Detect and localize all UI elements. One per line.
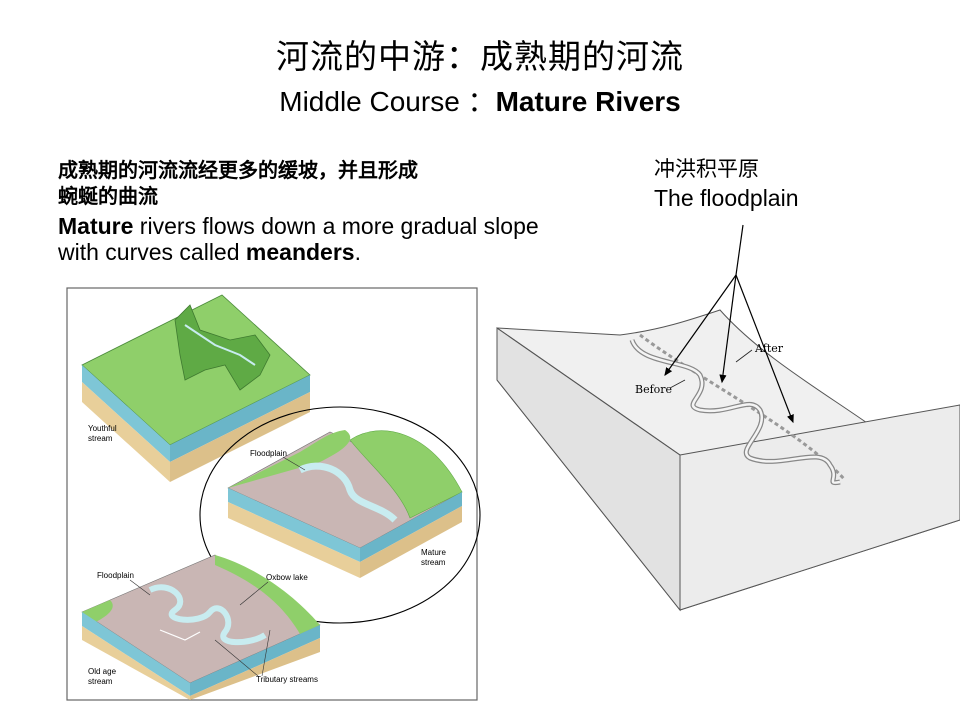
slab-block <box>496 309 960 612</box>
description-chinese: 成熟期的河流流经更多的缓坡，并且形成 蜿蜒的曲流 <box>58 157 558 209</box>
mature-highlight-circle <box>199 406 481 624</box>
after-label: After <box>754 342 784 355</box>
oxbow-lake-label: Oxbow lake <box>266 573 308 582</box>
old-age-stream-block <box>81 554 321 700</box>
desc-bold-meanders: meanders <box>245 239 355 265</box>
desc-end: . <box>354 239 361 265</box>
floodplain-label-english: The floodplain <box>654 185 799 211</box>
tributary-label: Tributary streams <box>256 675 318 684</box>
page-title-english: Middle Course ：Mature Rivers <box>0 80 960 120</box>
desc-middle: rivers flows down a more gradual slope w… <box>58 213 539 265</box>
floodplain-top-label: Floodplain <box>250 449 287 458</box>
old-age-label-line2: stream <box>88 677 113 686</box>
description-cn-line1: 成熟期的河流流经更多的缓坡，并且形成 <box>58 158 418 182</box>
description-cn-line2: 蜿蜒的曲流 <box>58 184 158 208</box>
youthful-label-line2: stream <box>88 434 113 443</box>
mature-label-line1: Mature <box>421 548 446 557</box>
title-prefix: Middle Course ： <box>279 86 496 117</box>
floodplain-pointer-stem <box>735 224 744 276</box>
before-label: Before <box>635 383 672 396</box>
mature-label-line2: stream <box>421 558 446 567</box>
floodplain-label-chinese: 冲洪积平原 <box>654 157 759 181</box>
youthful-label-line1: Youthful <box>88 424 117 433</box>
floodplain-bottom-label: Floodplain <box>97 571 134 580</box>
floodplain-arrow-2 <box>719 274 737 384</box>
desc-bold-mature: Mature <box>58 213 134 239</box>
youthful-stream-block <box>81 294 311 482</box>
page-title-chinese: 河流的中游：成熟期的河流 <box>276 37 684 76</box>
description-english: Mature rivers flows down a more gradual … <box>58 213 558 265</box>
title-bold: Mature Rivers <box>495 86 681 117</box>
floodplain-arrow-3 <box>735 274 794 424</box>
floodplain-arrow-1 <box>664 274 737 376</box>
mature-stream-block <box>227 430 463 578</box>
old-age-label-line1: Old age <box>88 667 117 676</box>
